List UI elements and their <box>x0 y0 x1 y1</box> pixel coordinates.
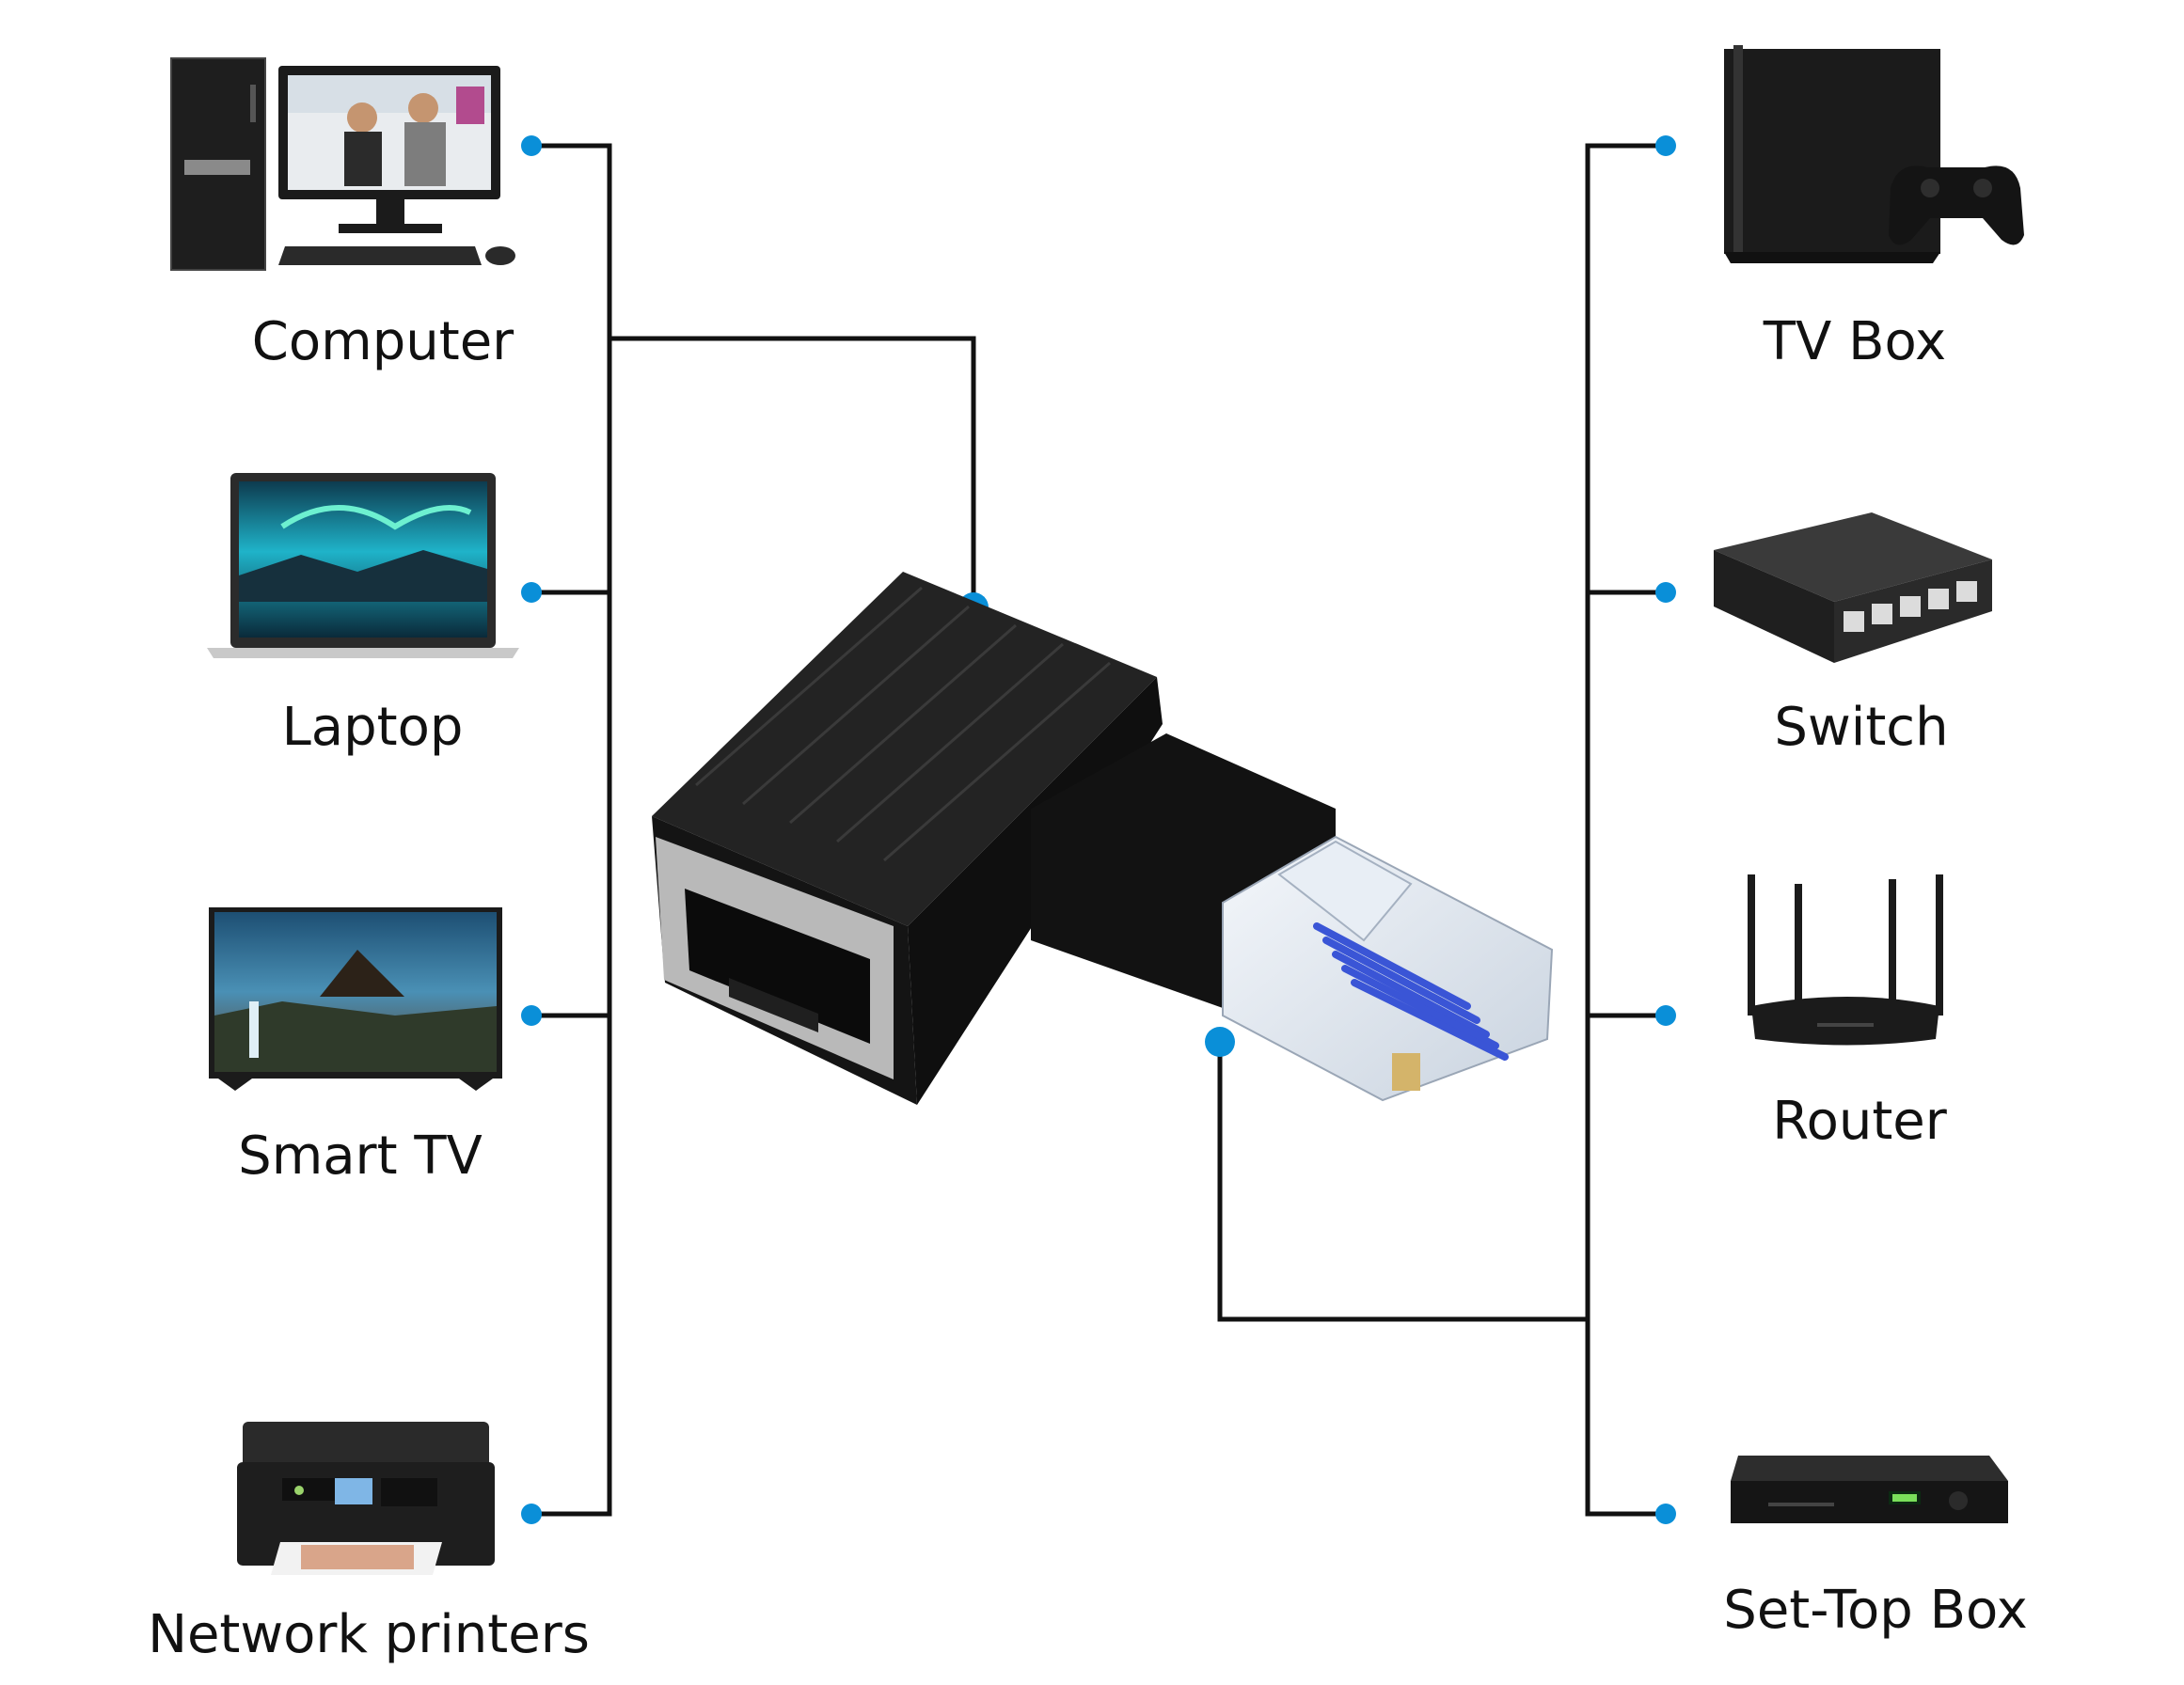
switch-ports <box>1844 581 1977 632</box>
connector-lines <box>528 143 1666 1517</box>
dot-laptop <box>521 582 542 603</box>
dot-switch <box>1655 582 1676 603</box>
rj45-plug-icon <box>1222 835 1554 1102</box>
rj45-right-angle-adapter-icon <box>652 572 1554 1105</box>
adapter-top-face <box>652 572 1157 926</box>
set-top-box-icon <box>1731 1456 2008 1523</box>
right-to-adapter-line <box>1217 1042 1588 1322</box>
right-bus-line <box>1585 143 1666 1517</box>
label-laptop: Laptop <box>281 697 464 758</box>
dot-router <box>1655 1005 1676 1026</box>
dot-set-top-box <box>1655 1504 1676 1524</box>
label-tv-box: TV Box <box>1763 311 1947 372</box>
label-switch: Switch <box>1774 697 1949 758</box>
game-console-icon <box>1724 45 2024 263</box>
left-to-adapter-line <box>609 336 976 607</box>
label-network-printers: Network printers <box>148 1604 590 1665</box>
smart-tv-icon <box>209 907 502 1091</box>
label-smart-tv: Smart TV <box>238 1126 483 1187</box>
network-switch-icon <box>1714 512 1992 663</box>
laptop-icon <box>207 473 519 658</box>
label-set-top-box: Set-Top Box <box>1723 1580 2028 1641</box>
left-bus-line <box>528 143 612 1517</box>
dot-tv-box <box>1655 135 1676 156</box>
dot-printer <box>521 1504 542 1524</box>
rj45-socket-icon <box>656 837 894 1079</box>
dot-adapter-plug <box>1205 1027 1235 1057</box>
wifi-router-icon <box>1748 874 1943 1046</box>
label-router: Router <box>1772 1091 1947 1152</box>
printer-icon <box>237 1422 495 1575</box>
dot-smart-tv <box>521 1005 542 1026</box>
label-computer: Computer <box>251 311 514 372</box>
desktop-computer-icon <box>170 57 515 271</box>
dot-computer <box>521 135 542 156</box>
